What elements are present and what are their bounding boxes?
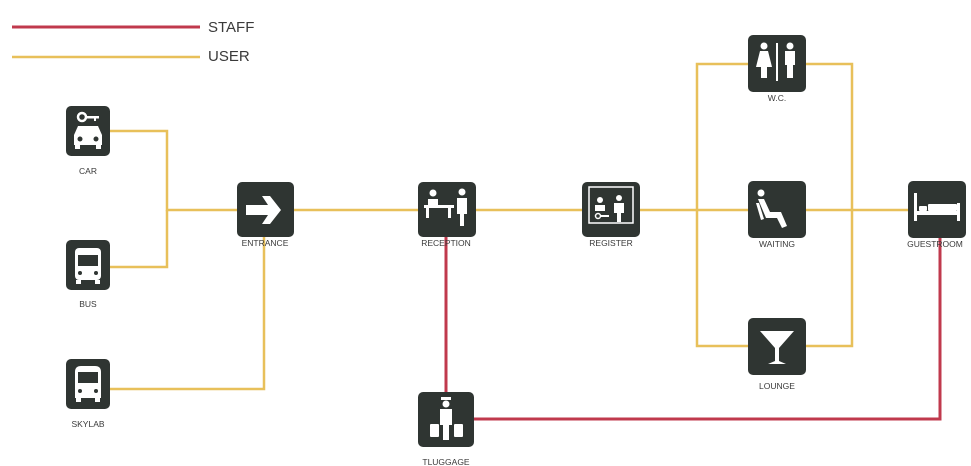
path-wc-lounge-right [806,62,854,348]
reception-label: RECEPTION [421,238,471,248]
node-register: REGISTER [582,182,640,248]
waiting-box [748,181,806,238]
path-to-wc [695,62,748,210]
seated-person-icon [756,189,787,228]
skylab-label: SKYLAB [71,419,104,429]
node-entrance: ENTRANCE [237,182,294,248]
legend: STAFF USER [12,19,254,65]
register-label: REGISTER [589,238,632,248]
path-to-lounge [695,210,748,348]
node-guestroom: GUESTROOM [907,181,966,249]
path-bus-to-entrance [110,210,169,269]
path-luggage-to-guestroom [474,238,942,421]
arrow-right-icon [246,196,281,224]
node-bus: BUS [66,240,110,309]
staff-paths [444,232,942,421]
bed-icon [914,193,960,221]
cocktail-glass-icon [760,331,794,364]
bus-label: BUS [79,299,97,309]
node-waiting: WAITING [748,181,806,249]
register-key-icon [588,186,634,224]
entrance-label: ENTRANCE [242,238,289,248]
guestroom-label: GUESTROOM [907,239,963,249]
node-reception: RECEPTION [418,182,476,248]
reception-desk-icon [424,188,467,226]
node-wc: W.C. [748,35,806,103]
path-skylab-to-entrance [110,236,266,391]
shuttle-bus-icon [75,366,101,402]
car-icon [74,111,102,149]
bus-icon [75,248,101,284]
waiting-label: WAITING [759,239,795,249]
porter-luggage-icon [430,397,463,440]
node-luggage: TLUGGAGE [418,392,474,466]
legend-user-label: USER [208,48,250,65]
node-car: CAR [66,106,110,176]
register-box [582,182,640,237]
wc-label: W.C. [768,93,786,103]
node-skylab: SKYLAB [66,359,110,429]
restroom-icon [756,42,795,81]
luggage-label: TLUGGAGE [422,457,470,466]
legend-staff-label: STAFF [208,19,254,36]
node-lounge: LOUNGE [748,318,806,391]
lounge-label: LOUNGE [759,381,795,391]
path-car-to-entrance [110,129,237,212]
car-label: CAR [79,166,97,176]
user-paths [110,62,908,391]
